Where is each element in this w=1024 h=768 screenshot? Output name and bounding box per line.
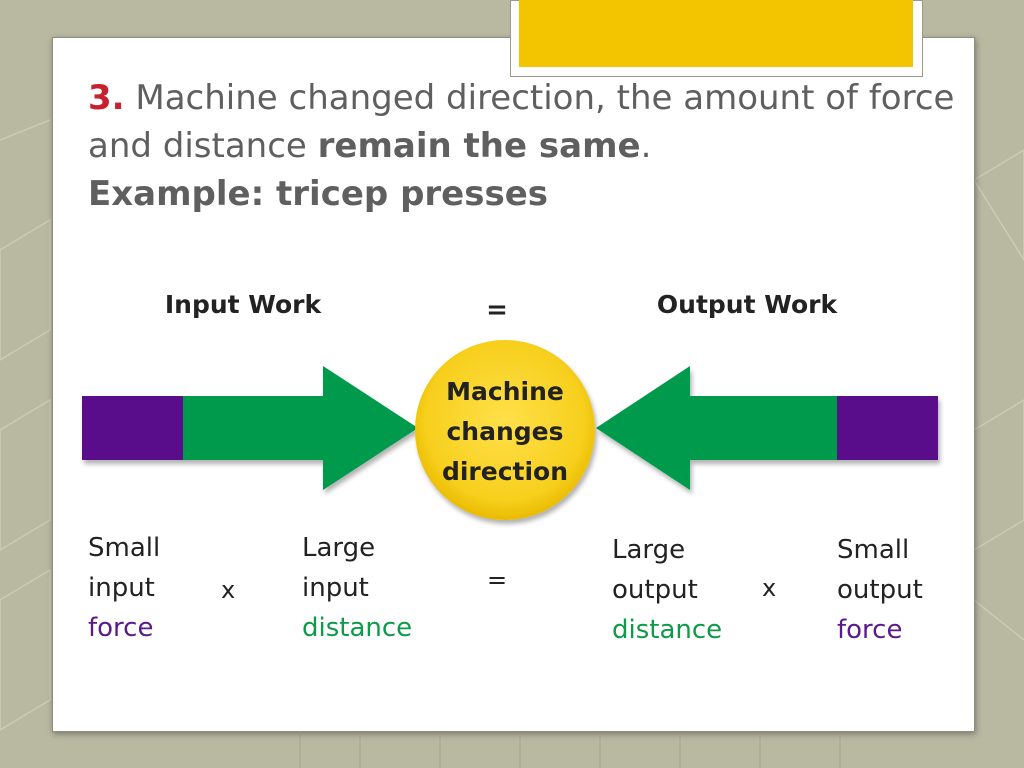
equals-top: =: [486, 295, 508, 325]
multiply-sign-right: x: [762, 574, 777, 602]
input-arrow: [82, 366, 418, 490]
formula-word-force: force: [837, 615, 903, 645]
formula-word: input: [88, 573, 155, 603]
machine-label-line1: Machine: [446, 377, 564, 406]
accent-bar: [519, 0, 913, 67]
equals-sign: =: [487, 566, 508, 594]
input-force-block: [82, 396, 183, 460]
example-text: Example: tricep presses: [88, 174, 549, 214]
formula-word: Large: [302, 533, 376, 563]
multiply-sign-left: x: [221, 576, 236, 604]
formula-word-force: force: [88, 613, 154, 643]
large-input-distance: Large input distance: [302, 528, 412, 648]
small-input-force: Small input force: [88, 528, 160, 648]
slide-title: 3. Machine changed direction, the amount…: [88, 74, 958, 218]
machine-circle: [415, 340, 595, 520]
formula-word: output: [837, 575, 923, 605]
title-bold-text: remain the same: [317, 126, 641, 166]
formula-word: Small: [88, 533, 161, 563]
formula-word: Large: [612, 535, 686, 565]
title-text: Machine changed direction, the amount of…: [88, 78, 955, 166]
formula-word: Small: [837, 535, 910, 565]
formula-word-distance: distance: [612, 615, 723, 645]
output-distance-arrow: [596, 366, 837, 490]
title-period: .: [640, 126, 652, 166]
small-output-force: Small output force: [837, 530, 923, 650]
input-distance-arrow: [183, 366, 418, 490]
output-force-block: [837, 396, 938, 460]
formula-word: output: [612, 575, 698, 605]
machine-label-line2: changes: [446, 417, 563, 446]
point-number: 3.: [88, 78, 125, 118]
formula-word-distance: distance: [302, 613, 413, 643]
output-arrow: [596, 366, 938, 490]
large-output-distance: Large output distance: [612, 530, 722, 650]
output-work-label: Output Work: [657, 290, 839, 319]
formula-word: input: [302, 573, 369, 603]
machine-label-line3: direction: [442, 457, 568, 486]
input-work-label: Input Work: [165, 290, 323, 319]
